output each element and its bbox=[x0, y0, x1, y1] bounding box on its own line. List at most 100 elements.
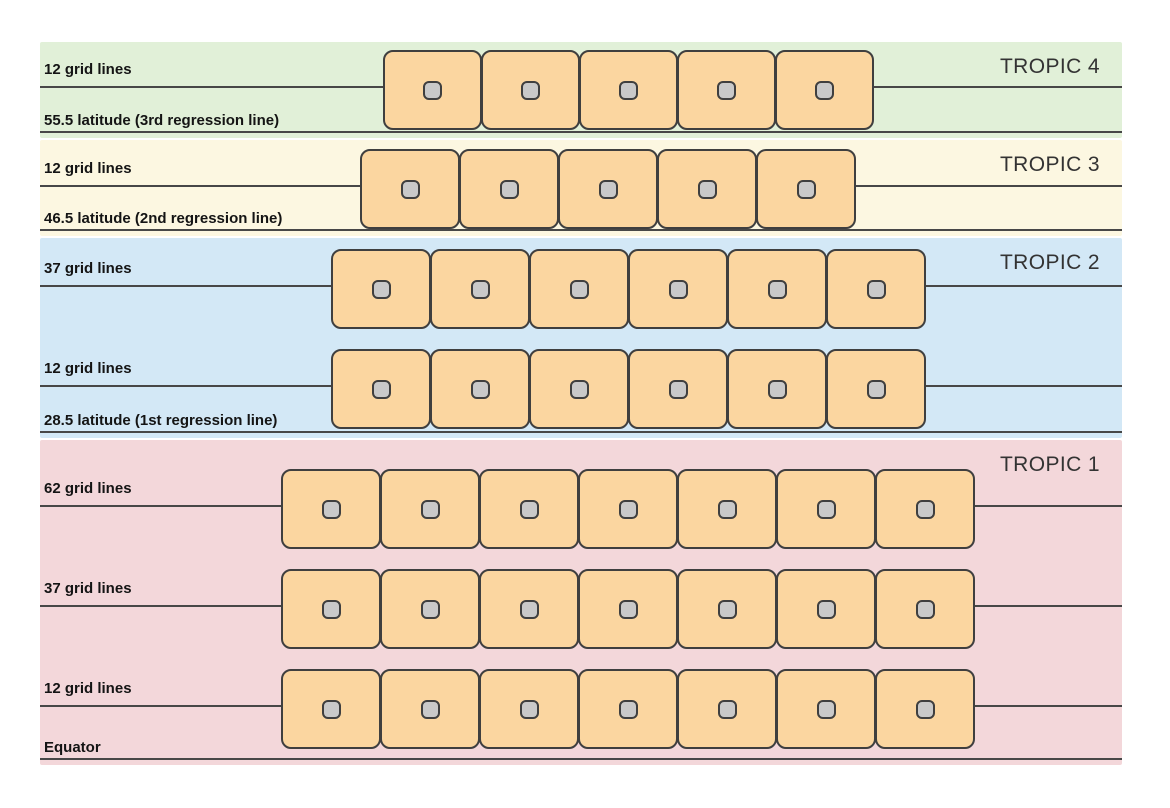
grid-block bbox=[383, 50, 482, 130]
grid-block bbox=[776, 469, 876, 549]
block-row bbox=[331, 249, 926, 329]
block-inner-marker bbox=[569, 379, 589, 399]
baseline-line bbox=[40, 229, 1122, 231]
grid-block bbox=[558, 149, 658, 229]
band-tropic-4: TROPIC 4 12 grid lines 55.5 latitude (3rd … bbox=[40, 42, 1122, 138]
block-inner-marker bbox=[717, 599, 737, 619]
block-inner-marker bbox=[668, 379, 688, 399]
block-inner-marker bbox=[521, 80, 540, 100]
grid-block bbox=[281, 469, 381, 549]
grid-block bbox=[479, 469, 579, 549]
grid-block bbox=[380, 569, 480, 649]
block-inner-marker bbox=[470, 379, 490, 399]
grid-block bbox=[579, 50, 678, 130]
block-inner-marker bbox=[866, 379, 886, 399]
grid-line-count-label: 12 grid lines bbox=[44, 680, 132, 697]
grid-line-count-label: 12 grid lines bbox=[44, 61, 132, 78]
grid-block bbox=[875, 569, 975, 649]
band-title-tropic-2: TROPIC 2 bbox=[999, 251, 1100, 274]
block-inner-marker bbox=[400, 179, 420, 199]
grid-block bbox=[727, 249, 827, 329]
block-inner-marker bbox=[420, 599, 440, 619]
grid-block bbox=[578, 469, 678, 549]
block-inner-marker bbox=[866, 279, 886, 299]
grid-line-count-label: 62 grid lines bbox=[44, 480, 132, 497]
block-inner-marker bbox=[816, 699, 836, 719]
grid-block bbox=[360, 149, 460, 229]
baseline-label: 46.5 latitude (2nd regression line) bbox=[44, 210, 283, 227]
block-row bbox=[360, 149, 856, 229]
block-inner-marker bbox=[717, 699, 737, 719]
baseline-line bbox=[40, 758, 1122, 760]
grid-block bbox=[756, 149, 856, 229]
block-row bbox=[383, 50, 874, 130]
block-inner-marker bbox=[569, 279, 589, 299]
grid-block bbox=[380, 469, 480, 549]
baseline-label: 55.5 latitude (3rd regression line) bbox=[44, 112, 280, 129]
grid-block bbox=[826, 349, 926, 429]
block-inner-marker bbox=[321, 499, 341, 519]
grid-block bbox=[628, 349, 728, 429]
block-row bbox=[281, 569, 975, 649]
block-row bbox=[331, 349, 926, 429]
baseline-line bbox=[40, 431, 1122, 433]
block-inner-marker bbox=[697, 179, 717, 199]
block-inner-marker bbox=[519, 599, 539, 619]
grid-block bbox=[628, 249, 728, 329]
grid-block bbox=[380, 669, 480, 749]
baseline-label: Equator bbox=[44, 739, 101, 756]
baseline-label: 28.5 latitude (1st regression line) bbox=[44, 412, 278, 429]
grid-block bbox=[875, 469, 975, 549]
grid-block bbox=[459, 149, 559, 229]
grid-block bbox=[677, 50, 776, 130]
grid-block bbox=[430, 349, 530, 429]
grid-block bbox=[677, 569, 777, 649]
block-inner-marker bbox=[915, 699, 935, 719]
grid-block bbox=[529, 349, 629, 429]
grid-block bbox=[578, 669, 678, 749]
grid-block bbox=[776, 669, 876, 749]
diagram-canvas: TROPIC 4 12 grid lines 55.5 latitude (3rd … bbox=[40, 42, 1122, 767]
block-inner-marker bbox=[619, 80, 638, 100]
block-inner-marker bbox=[371, 379, 391, 399]
grid-block bbox=[657, 149, 757, 229]
block-inner-marker bbox=[915, 599, 935, 619]
grid-block bbox=[775, 50, 874, 130]
block-inner-marker bbox=[816, 599, 836, 619]
block-inner-marker bbox=[767, 279, 787, 299]
band-title-tropic-4: TROPIC 4 bbox=[999, 55, 1100, 78]
grid-block bbox=[875, 669, 975, 749]
block-inner-marker bbox=[618, 599, 638, 619]
block-inner-marker bbox=[598, 179, 618, 199]
block-inner-marker bbox=[519, 699, 539, 719]
block-inner-marker bbox=[499, 179, 519, 199]
block-inner-marker bbox=[767, 379, 787, 399]
grid-block bbox=[479, 669, 579, 749]
grid-block bbox=[529, 249, 629, 329]
block-row bbox=[281, 669, 975, 749]
band-title-tropic-1: TROPIC 1 bbox=[999, 453, 1100, 476]
baseline-line bbox=[40, 131, 1122, 133]
grid-block bbox=[281, 669, 381, 749]
block-inner-marker bbox=[796, 179, 816, 199]
grid-block bbox=[826, 249, 926, 329]
block-inner-marker bbox=[371, 279, 391, 299]
block-inner-marker bbox=[618, 499, 638, 519]
block-inner-marker bbox=[470, 279, 490, 299]
block-inner-marker bbox=[423, 80, 442, 100]
grid-block bbox=[331, 249, 431, 329]
grid-block bbox=[578, 569, 678, 649]
block-inner-marker bbox=[420, 499, 440, 519]
grid-block bbox=[727, 349, 827, 429]
block-inner-marker bbox=[618, 699, 638, 719]
block-row bbox=[281, 469, 975, 549]
block-inner-marker bbox=[321, 699, 341, 719]
grid-block bbox=[331, 349, 431, 429]
grid-block bbox=[776, 569, 876, 649]
grid-block bbox=[479, 569, 579, 649]
block-inner-marker bbox=[519, 499, 539, 519]
grid-line-count-label: 37 grid lines bbox=[44, 260, 132, 277]
block-inner-marker bbox=[321, 599, 341, 619]
